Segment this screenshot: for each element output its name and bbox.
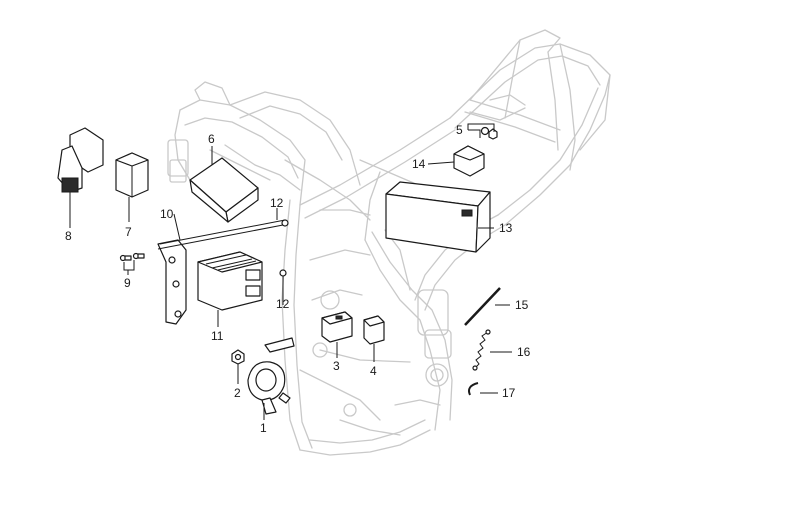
callout-12-upper: 12 xyxy=(270,196,284,210)
callout-labels: 1 2 3 4 5 6 7 8 9 10 11 12 12 13 14 15 1… xyxy=(65,123,531,435)
clip-part-17 xyxy=(468,382,479,396)
starter-relay-part-14 xyxy=(453,145,485,177)
control-unit-part-6 xyxy=(189,157,259,223)
callout-8: 8 xyxy=(65,229,72,243)
relay-part-3 xyxy=(321,311,353,343)
relay-part-4 xyxy=(363,315,385,345)
callout-6: 6 xyxy=(208,132,215,146)
motorcycle-frame xyxy=(167,29,611,456)
connector-part-8 xyxy=(57,127,104,193)
screws-part-9 xyxy=(119,252,145,262)
callout-17: 17 xyxy=(502,386,516,400)
callout-14: 14 xyxy=(412,157,426,171)
callout-11: 11 xyxy=(211,329,224,343)
spring-part-16 xyxy=(472,329,491,371)
callout-5: 5 xyxy=(456,123,463,137)
horn-part xyxy=(247,337,295,415)
battery-part-13 xyxy=(385,181,491,253)
callout-2: 2 xyxy=(234,386,241,400)
regulator-part-11 xyxy=(197,251,263,311)
callout-4: 4 xyxy=(370,364,377,378)
callout-15: 15 xyxy=(515,298,529,312)
relay-box-part-7 xyxy=(115,152,149,198)
callout-12-lower: 12 xyxy=(276,297,290,311)
callout-10: 10 xyxy=(160,207,174,221)
callout-9: 9 xyxy=(124,276,131,290)
callout-1: 1 xyxy=(260,421,267,435)
callout-13: 13 xyxy=(499,221,513,235)
bracket-part-10 xyxy=(157,239,187,325)
nut-washer-part-5 xyxy=(480,126,498,140)
callout-7: 7 xyxy=(125,225,132,239)
rod-part-15 xyxy=(464,287,501,326)
callout-16: 16 xyxy=(517,345,531,359)
nut-part-2 xyxy=(231,349,245,365)
bolts-part-12 xyxy=(157,219,289,300)
leader-lines xyxy=(69,123,512,420)
callout-3: 3 xyxy=(333,359,340,373)
